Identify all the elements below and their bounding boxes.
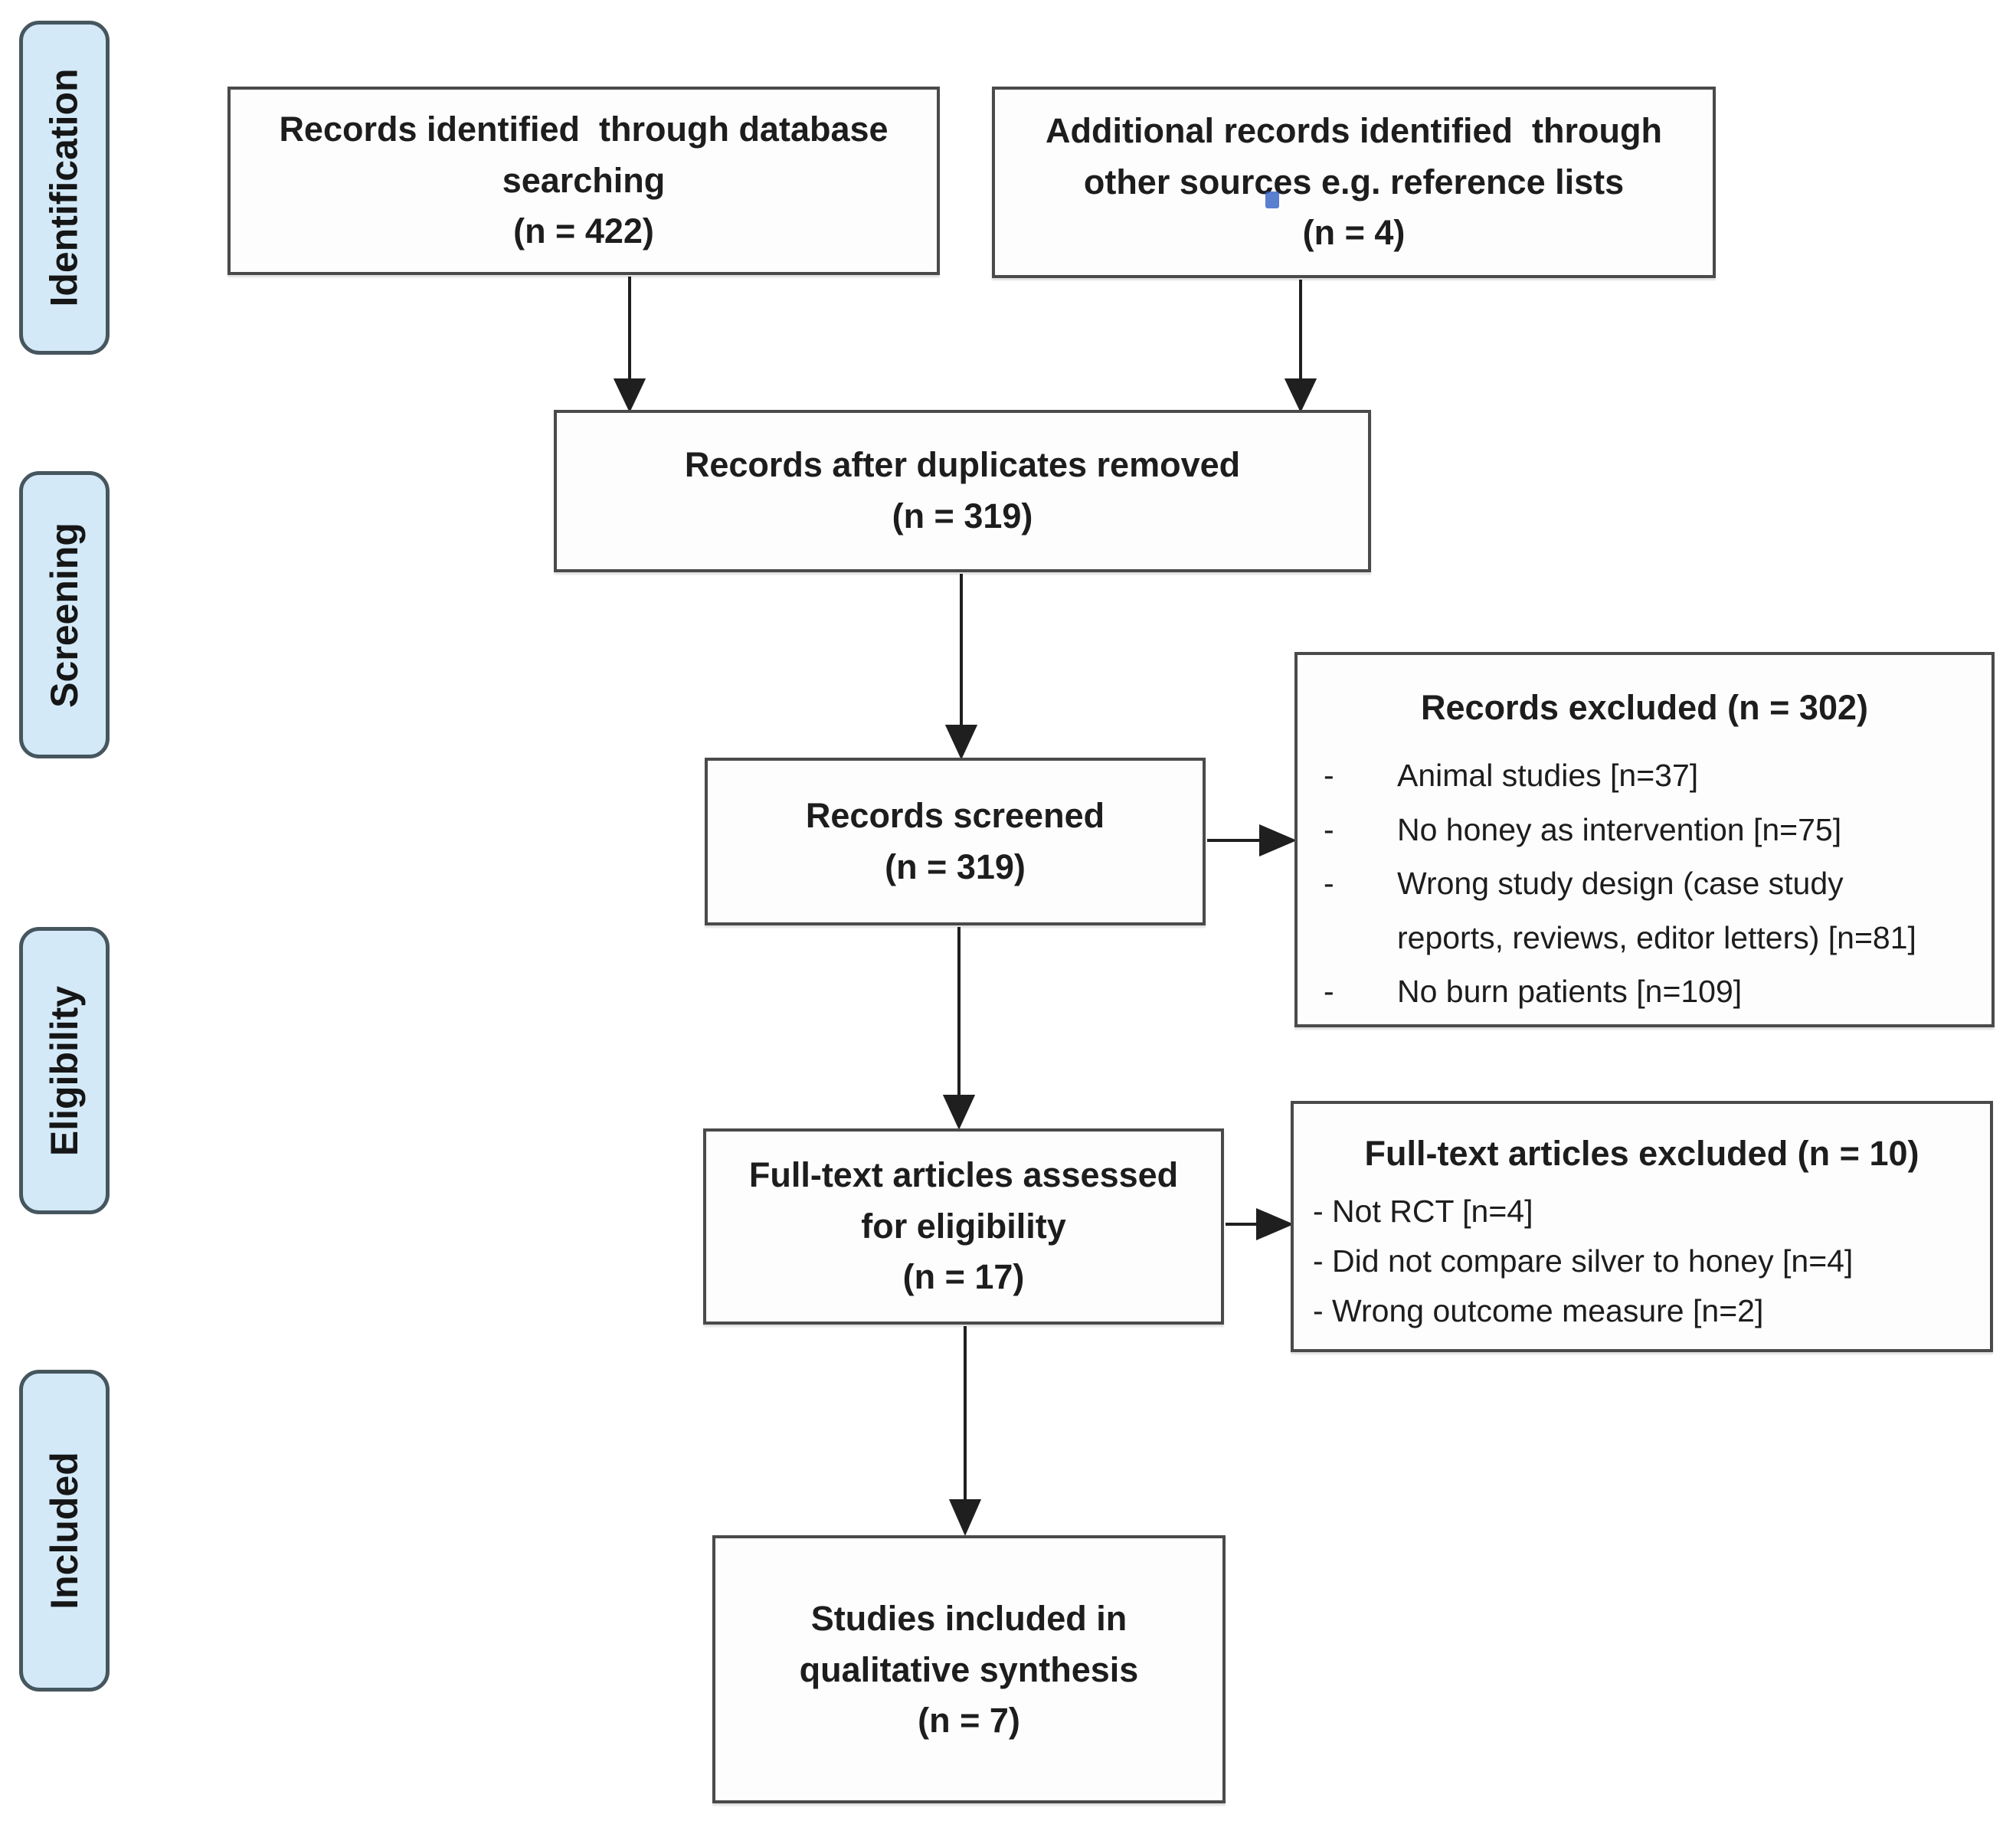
box-studies-included-count: (n = 7): [918, 1701, 1020, 1741]
box-records-identified-count: (n = 422): [513, 211, 654, 251]
list-dash-marker: -: [1324, 758, 1334, 793]
box-studies-included: Studies included in qualitative synthesi…: [712, 1535, 1226, 1803]
records-excluded-item: - Wrong study design (case study reports…: [1324, 856, 1969, 965]
stage-eligibility-label: Eligibility: [43, 985, 86, 1156]
arrow-duplicates-to-screened-head: [944, 725, 978, 760]
fulltext-excluded-item-text: - Not RCT [n=4]: [1313, 1194, 1533, 1229]
box-after-duplicates: Records after duplicates removed (n = 31…: [554, 410, 1371, 572]
box-additional-records-label: Additional records identified through ot…: [1046, 111, 1662, 201]
box-after-duplicates-label: Records after duplicates removed: [684, 445, 1241, 485]
fulltext-excluded-item-text: - Did not compare silver to honey [n=4]: [1313, 1243, 1854, 1279]
records-excluded-item: - Animal studies [n=37]: [1324, 748, 1969, 803]
arrow-additional-to-duplicates-head: [1284, 378, 1317, 413]
box-additional-records: Additional records identified through ot…: [992, 87, 1716, 278]
box-fulltext-assessed-label: Full-text articles assessed for eligibil…: [748, 1155, 1179, 1246]
fulltext-excluded-item-text: - Wrong outcome measure [n=2]: [1313, 1292, 1764, 1328]
arrow-screened-to-fulltext-head: [942, 1095, 976, 1130]
box-additional-records-count: (n = 4): [1302, 213, 1406, 253]
box-fulltext-assessed-count: (n = 17): [902, 1257, 1025, 1297]
records-excluded-item-text: No burn patients [n=109]: [1397, 974, 1743, 1010]
box-records-screened: Records screened (n = 319): [705, 758, 1206, 925]
list-dash-marker: -: [1324, 866, 1334, 902]
box-records-identified: Records identified through database sear…: [227, 87, 940, 275]
arrow-fulltext-to-included-head: [948, 1499, 982, 1536]
records-excluded-item: - No honey as intervention [n=75]: [1324, 803, 1969, 857]
box-fulltext-excluded-title: Full-text articles excluded (n = 10): [1364, 1134, 1919, 1173]
records-excluded-item-text: Animal studies [n=37]: [1397, 758, 1699, 793]
box-after-duplicates-count: (n = 319): [892, 496, 1033, 535]
box-fulltext-assessed: Full-text articles assessed for eligibil…: [703, 1128, 1224, 1325]
stage-identification-label: Identification: [43, 68, 87, 307]
list-dash-marker: -: [1324, 974, 1334, 1010]
fulltext-excluded-list: - Not RCT [n=4] - Did not compare silver…: [1294, 1187, 1990, 1335]
records-excluded-list: - Animal studies [n=37] - No honey as in…: [1298, 748, 1991, 1019]
box-fulltext-excluded: Full-text articles excluded (n = 10) - N…: [1291, 1101, 1993, 1352]
arrow-screened-to-excluded-head: [1259, 824, 1298, 857]
box-records-identified-label: Records identified through database sear…: [279, 110, 889, 200]
stage-identification: Identification: [19, 21, 110, 355]
stage-included-label: Included: [43, 1452, 87, 1610]
box-records-screened-label: Records screened: [805, 795, 1105, 835]
stage-screening-label: Screening: [43, 522, 86, 708]
box-records-excluded-title: Records excluded (n = 302): [1421, 688, 1868, 727]
box-records-excluded: Records excluded (n = 302) - Animal stud…: [1294, 652, 1995, 1027]
arrow-fulltext-to-excluded-head: [1256, 1207, 1294, 1241]
stage-eligibility: Eligibility: [19, 927, 110, 1214]
arrow-identified-to-duplicates-head: [613, 378, 646, 413]
records-excluded-item: - No burn patients [n=109]: [1324, 965, 1969, 1019]
stage-screening: Screening: [19, 471, 110, 758]
records-excluded-item-text: Wrong study design (case study reports, …: [1397, 866, 1916, 955]
records-excluded-item-text: No honey as intervention [n=75]: [1397, 811, 1842, 847]
box-records-screened-count: (n = 319): [885, 847, 1026, 886]
spellcheck-artifact-mark: [1265, 192, 1279, 208]
stage-included: Included: [19, 1370, 110, 1692]
box-studies-included-label: Studies included in qualitative synthesi…: [799, 1599, 1139, 1689]
list-dash-marker: -: [1324, 811, 1334, 847]
